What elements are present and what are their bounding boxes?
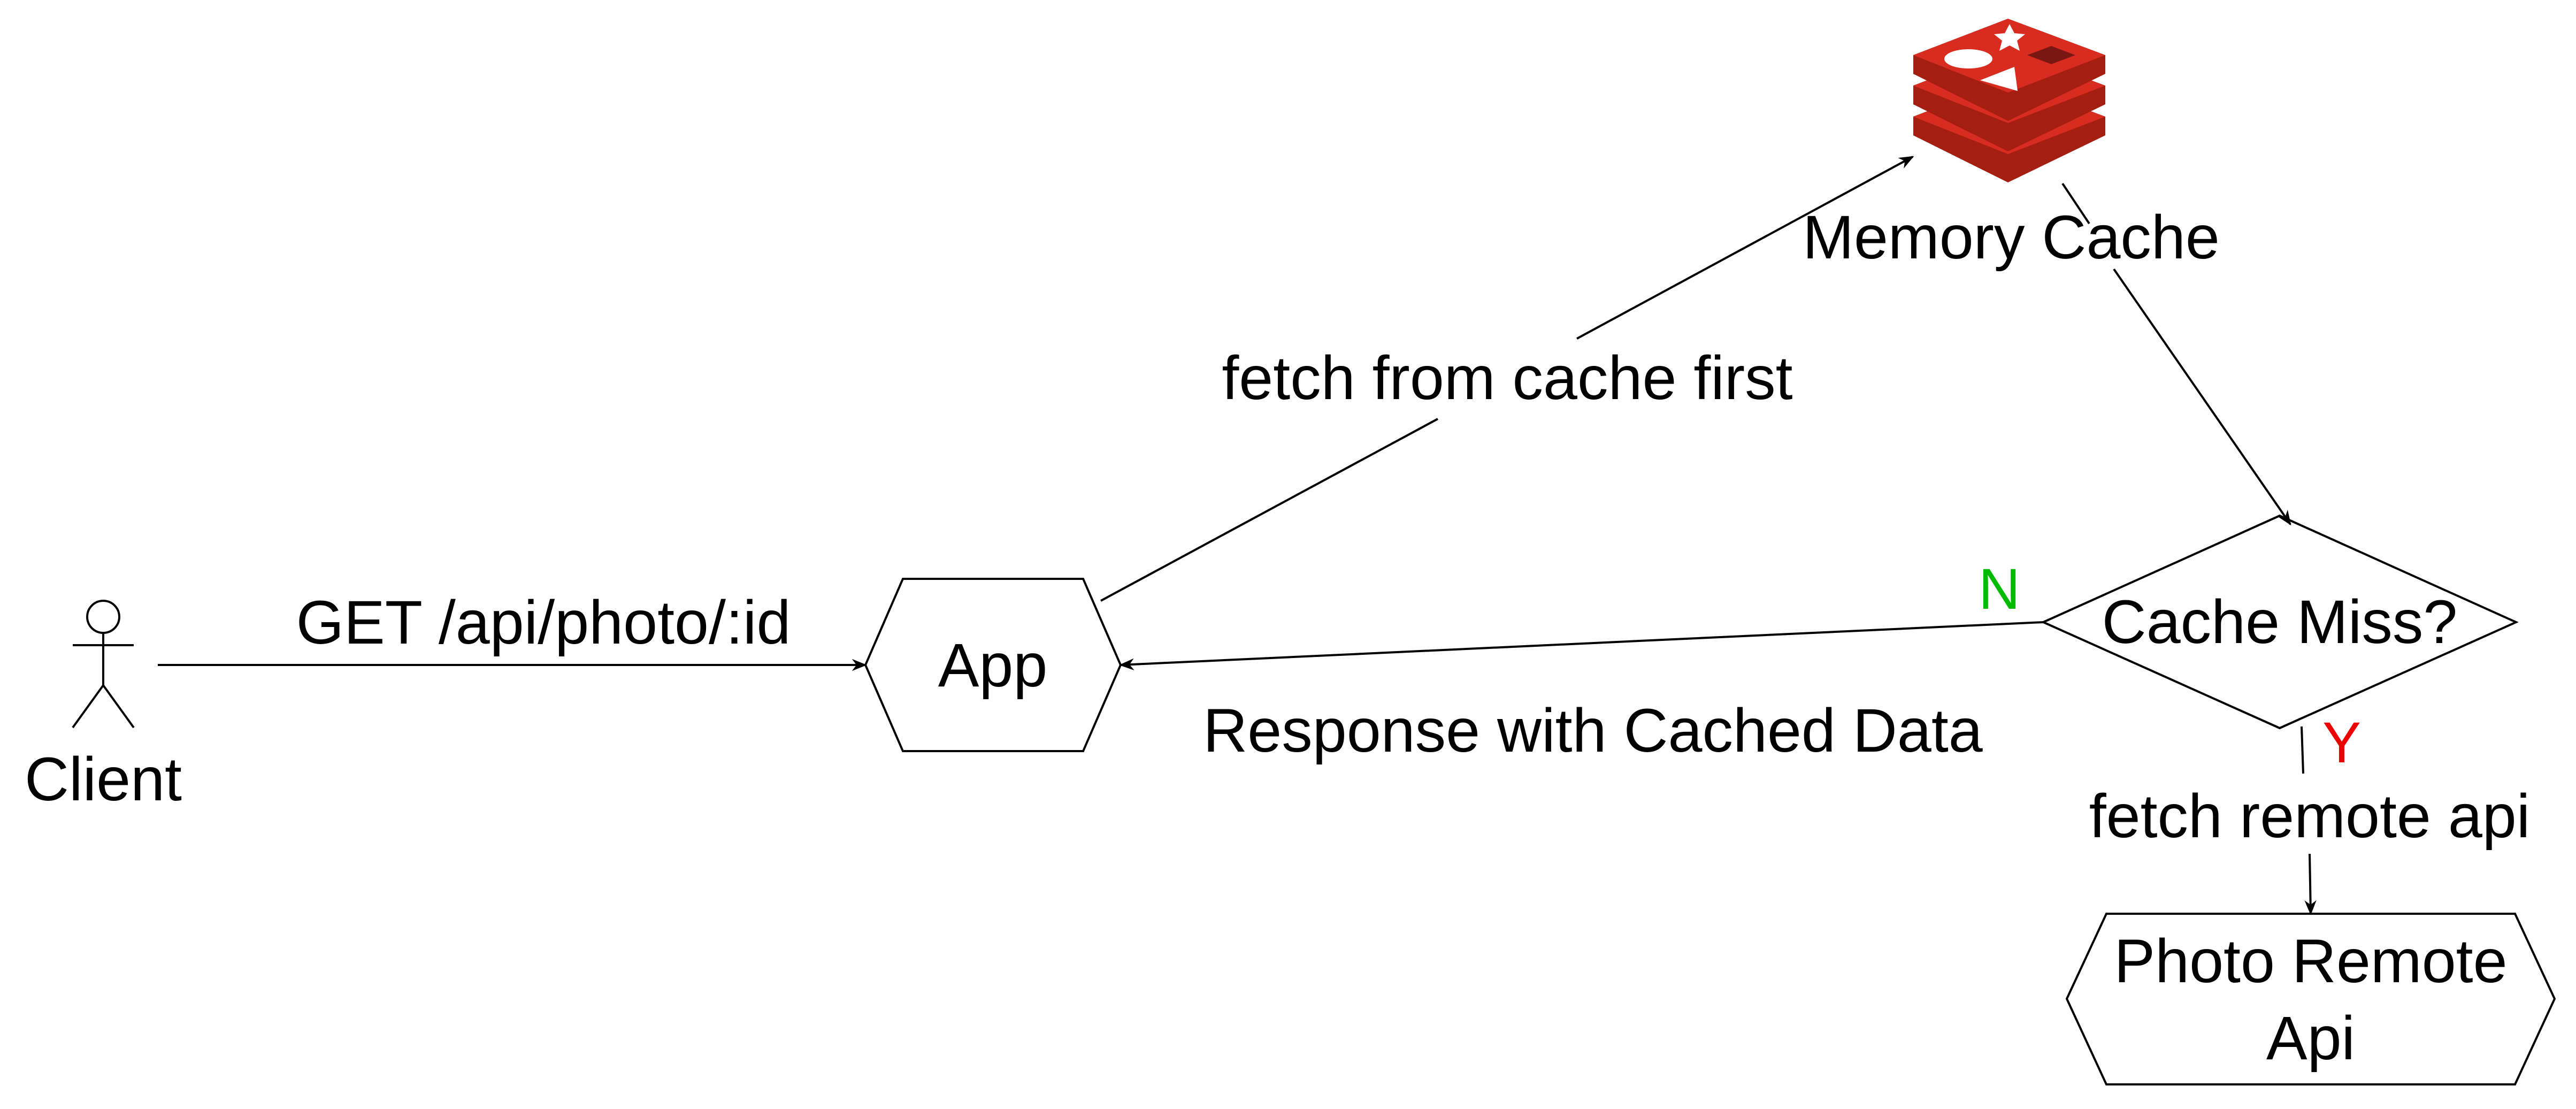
edge-app-to-cache-lower	[1100, 418, 1438, 602]
edge-decision-to-remote-lower	[2304, 853, 2317, 915]
redis-layer-1	[1913, 19, 2105, 93]
client-label: Client	[25, 745, 182, 814]
redis-diamond	[2027, 46, 2075, 64]
redis-ellipse	[1944, 49, 1992, 68]
branch-no-label: N	[1979, 556, 2020, 621]
app-label: App	[938, 631, 1048, 700]
edge-decision-to-app-label: Response with Cached Data	[1203, 697, 1983, 765]
edge-app-to-cache-label: fetch from cache first	[1222, 344, 1792, 412]
actor-left-leg	[72, 684, 104, 729]
redis-star	[1994, 24, 2025, 51]
edge-cache-to-decision-lower	[2113, 268, 2291, 526]
actor-right-leg	[102, 684, 135, 729]
photo-remote-api-label-line1: Photo Remote	[2114, 927, 2507, 996]
redis-triangle	[1980, 67, 2018, 91]
photo-remote-api-node[interactable]	[2065, 913, 2556, 1085]
edge-cache-to-decision-upper	[2061, 182, 2090, 225]
cache-miss-label: Cache Miss?	[2102, 588, 2458, 656]
redis-logo-icon	[1913, 19, 2105, 182]
branch-yes-label: Y	[2322, 710, 2361, 775]
edge-client-to-app-label: GET /api/photo/:id	[296, 588, 791, 657]
edge-app-to-cache-upper	[1576, 156, 1914, 340]
edge-decision-to-remote-label: fetch remote api	[2089, 782, 2531, 851]
cache-miss-decision[interactable]	[2041, 514, 2519, 730]
actor-head	[86, 600, 120, 634]
edge-decision-to-app	[1119, 621, 2044, 671]
client-actor[interactable]	[72, 600, 135, 729]
photo-remote-api-label-line2: Api	[2266, 1004, 2355, 1073]
memory-cache-label: Memory Cache	[1803, 203, 2220, 272]
edge-decision-to-remote-upper	[2301, 726, 2304, 774]
